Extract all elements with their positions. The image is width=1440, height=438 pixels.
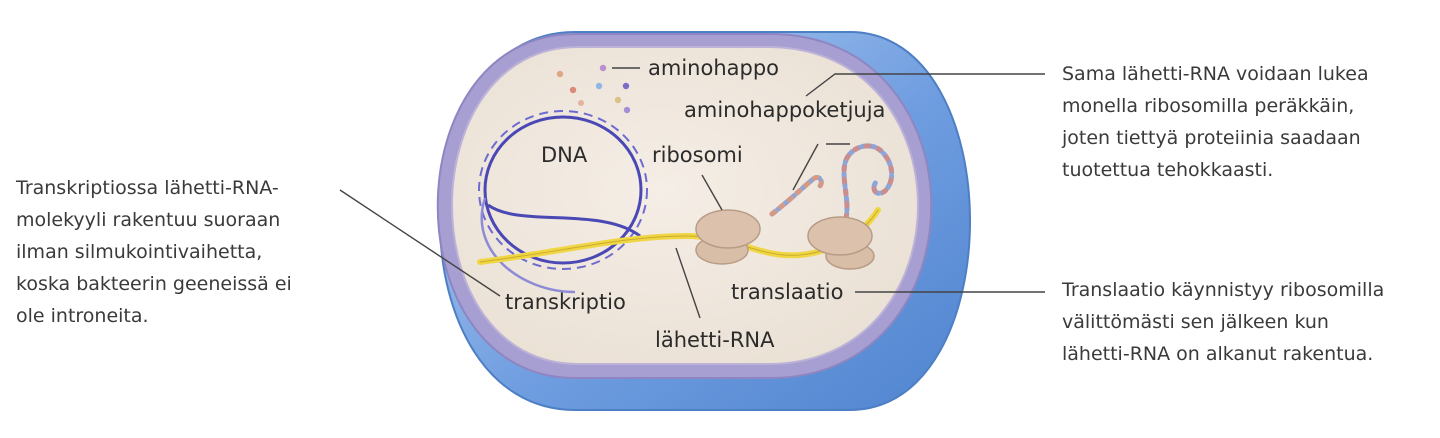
note-bottom-right-line: Translaatio käynnistyy ribosomilla — [1062, 279, 1385, 301]
amino-acid-dot-icon — [556, 64, 631, 114]
note-left-line: ilman silmukointivaihetta, — [16, 241, 263, 263]
note-left-line: koska bakteerin geeneissä ei — [16, 273, 292, 295]
note-top-right: Sama lähetti-RNA voidaan lukea monella r… — [1062, 58, 1369, 186]
note-top-right-line: joten tiettyä proteiinia saadaan — [1062, 127, 1361, 149]
note-top-right-line: Sama lähetti-RNA voidaan lukea — [1062, 63, 1369, 85]
leader-chain-1 — [792, 143, 819, 191]
label-aminohappoketjuja: aminohappoketjuja — [684, 98, 885, 122]
leader-ribosomi — [701, 174, 723, 211]
note-left-line: Transkriptiossa lähetti-RNA- — [16, 177, 279, 199]
ribosome-icon — [695, 209, 761, 265]
leader-lahetti-rna — [675, 247, 701, 319]
note-left-line: molekyyli rakentuu suoraan — [16, 209, 281, 231]
leader-lines — [339, 67, 1045, 319]
label-lahetti-rna: lähetti-RNA — [655, 328, 775, 352]
leader-top-right-note — [805, 73, 1045, 97]
label-transkriptio: transkriptio — [505, 290, 626, 314]
amino-acid-chain — [769, 143, 895, 221]
note-bottom-right: Translaatio käynnistyy ribosomilla välit… — [1062, 274, 1384, 370]
note-bottom-right-line: välittömästi sen jälkeen kun — [1062, 311, 1329, 333]
label-ribosomi: ribosomi — [652, 143, 743, 167]
label-aminohappo: aminohappo — [648, 56, 779, 80]
note-bottom-right-line: lähetti-RNA on alkanut rakentua. — [1062, 343, 1374, 365]
note-top-right-line: tuotettua tehokkaasti. — [1062, 159, 1274, 181]
dna-helix-icon — [478, 110, 648, 294]
note-top-right-line: monella ribosomilla peräkkäin, — [1062, 95, 1355, 117]
note-left-line: ole introneita. — [16, 305, 149, 327]
label-translaatio: translaatio — [731, 280, 843, 304]
label-dna: DNA — [541, 143, 588, 167]
note-left: Transkriptiossa lähetti-RNA- molekyyli r… — [16, 172, 292, 332]
cytoplasm — [451, 46, 919, 365]
leader-left-note — [339, 189, 501, 297]
ribosome-icon — [807, 216, 875, 270]
